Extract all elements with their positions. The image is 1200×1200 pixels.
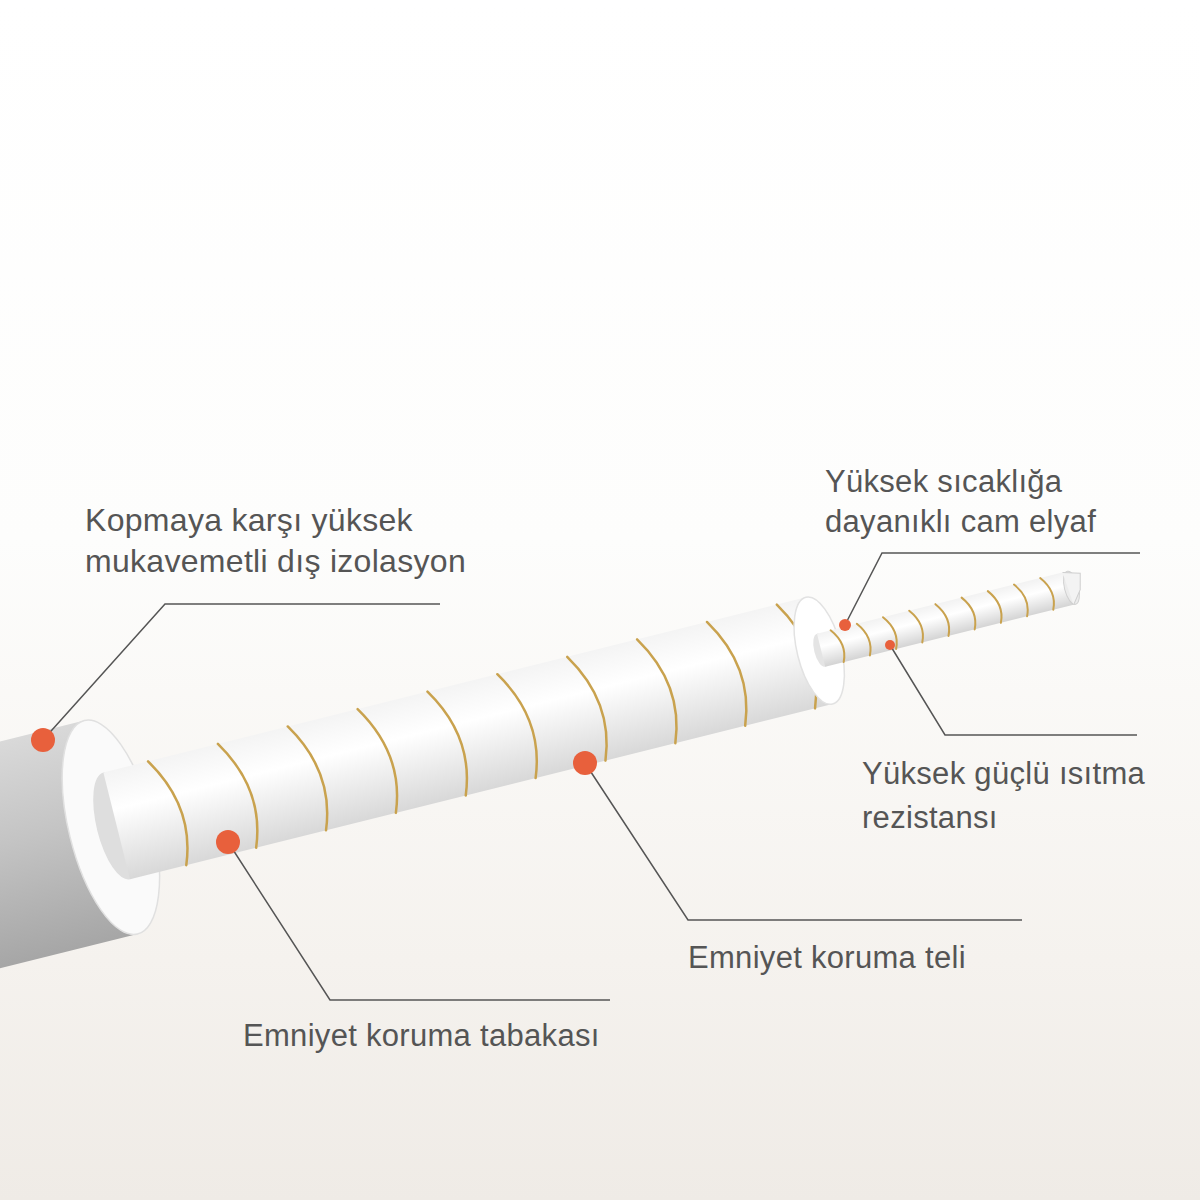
protection-wire-label: Emniyet koruma teli bbox=[688, 938, 966, 978]
callout-dot bbox=[885, 640, 895, 650]
callout-dots bbox=[31, 619, 895, 854]
protective-wire-coils bbox=[148, 600, 823, 868]
wire-winding bbox=[497, 669, 544, 781]
wire-winding bbox=[909, 609, 925, 644]
wire-winding bbox=[857, 622, 873, 657]
leader-line bbox=[890, 645, 1137, 735]
wire-winding bbox=[148, 756, 195, 868]
core-tip-cut bbox=[1063, 568, 1088, 605]
outer-insulation-label: Kopmaya karşı yüksek mukavemetli dış izo… bbox=[85, 500, 565, 582]
protection-layer-label: Emniyet koruma tabakası bbox=[243, 1016, 600, 1056]
wire-winding bbox=[988, 589, 1004, 624]
wire-winding bbox=[1040, 576, 1056, 611]
heating-wire-label: Yüksek güçlü ısıtma rezistansı bbox=[862, 752, 1180, 840]
callout-dot bbox=[839, 619, 851, 631]
leader-line bbox=[43, 604, 440, 740]
wire-winding bbox=[1014, 583, 1030, 618]
protective-layer bbox=[103, 597, 832, 879]
tube-end-face bbox=[785, 592, 854, 709]
heating-wire-coils bbox=[831, 576, 1057, 663]
callout-dot bbox=[31, 728, 55, 752]
wire-winding bbox=[883, 615, 899, 650]
wire-winding bbox=[358, 704, 405, 816]
callout-dot bbox=[216, 830, 240, 854]
wire-winding bbox=[288, 721, 335, 833]
wire-winding bbox=[427, 687, 474, 799]
wire-winding bbox=[935, 602, 951, 637]
wire-winding bbox=[567, 652, 614, 764]
wire-winding bbox=[707, 617, 754, 729]
wire-winding bbox=[962, 596, 978, 631]
glass-fiber-label: Yüksek sıcaklığa dayanıklı cam elyaf bbox=[825, 462, 1190, 542]
glass-fiber-core bbox=[817, 571, 1076, 666]
callout-dot bbox=[573, 751, 597, 775]
wire-winding bbox=[637, 634, 684, 746]
wire-winding bbox=[831, 628, 847, 663]
leader-line bbox=[228, 842, 610, 1000]
leader-line bbox=[845, 553, 1140, 625]
